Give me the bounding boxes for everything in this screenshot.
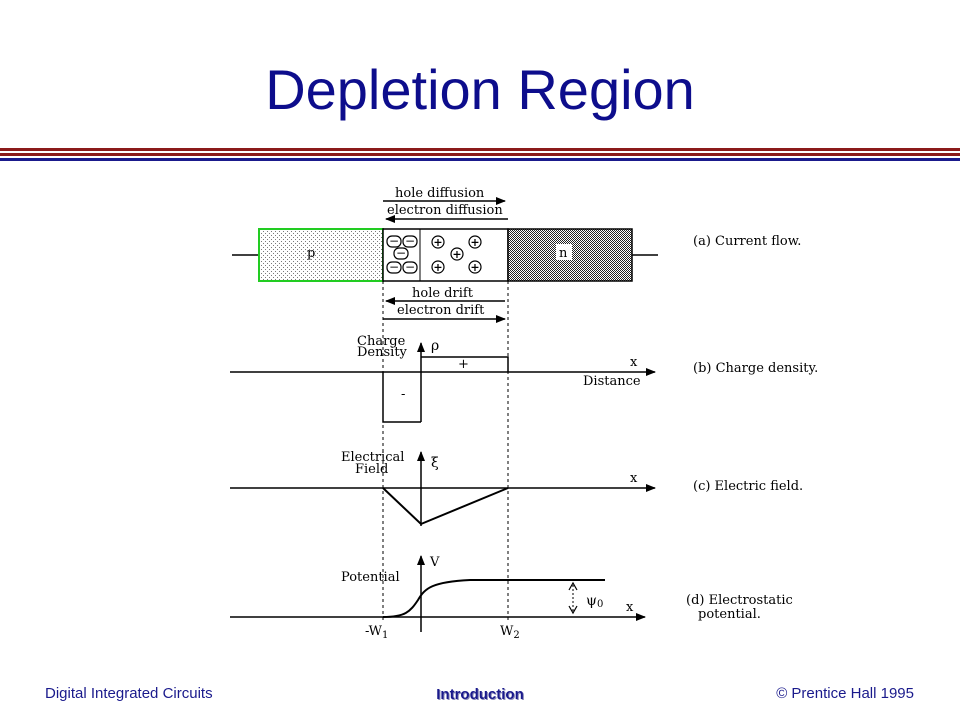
neg-ion xyxy=(386,261,402,274)
slide-title: Depletion Region xyxy=(265,58,695,121)
positive-charge-block xyxy=(421,356,509,372)
neg-ion xyxy=(402,261,418,274)
footer-course-title: Digital Integrated Circuits xyxy=(45,685,213,702)
psi-symbol: ψ0 xyxy=(586,593,603,610)
neg-ion-sign: − xyxy=(405,260,415,274)
charge-density-label-2: Density xyxy=(357,345,408,360)
v-symbol: V xyxy=(429,555,440,570)
pos-ion xyxy=(431,260,445,274)
p-region xyxy=(258,228,384,282)
neg-ion-sign: − xyxy=(389,234,399,248)
built-in-arrow-head-up xyxy=(568,581,578,591)
hole-diffusion-label: hole diffusion xyxy=(395,186,485,201)
xi-symbol: ξ xyxy=(431,455,439,471)
label-current-flow: (a) Current flow. xyxy=(693,234,801,249)
electric-field-plot: Electrical Field ξ x (c) Electric field. xyxy=(230,450,803,526)
distance-label: Distance xyxy=(583,374,641,389)
pos-ion-sign: + xyxy=(433,236,442,249)
field-label-1: Electrical xyxy=(341,450,404,465)
pos-ion-sign: + xyxy=(470,236,479,249)
label-electric-field: (c) Electric field. xyxy=(693,479,803,494)
footer-section-title: Introduction xyxy=(436,686,524,703)
neg-ion xyxy=(393,247,409,260)
pos-ion xyxy=(468,235,482,249)
neg-ion-sign: − xyxy=(396,246,406,260)
negative-charge-block xyxy=(382,372,421,423)
charge-x-label: x xyxy=(630,355,638,370)
pos-ion xyxy=(450,247,464,261)
negative-ions: − − − − − xyxy=(386,234,418,274)
field-x-label: x xyxy=(630,471,638,486)
field-profile xyxy=(382,487,509,526)
potential-curve xyxy=(382,579,605,618)
footer-copyright: © Prentice Hall 1995 xyxy=(776,685,914,702)
w2-label: W2 xyxy=(500,624,520,641)
w1-label: -W1 xyxy=(365,624,388,641)
pos-ion-sign: + xyxy=(452,248,461,261)
pos-ion xyxy=(431,235,445,249)
label-potential-line1: (d) Electrostatic xyxy=(686,593,793,608)
rho-symbol: ρ xyxy=(431,338,439,354)
potential-x-label: x xyxy=(626,600,634,615)
electron-diffusion-label: electron diffusion xyxy=(387,203,503,218)
title-divider xyxy=(0,148,960,163)
minus-sign: - xyxy=(401,387,405,402)
depletion-region xyxy=(382,228,509,282)
positive-ions: + + + + + xyxy=(431,235,482,274)
plus-sign: + xyxy=(458,357,469,372)
label-charge-density: (b) Charge density. xyxy=(693,361,818,376)
neg-ion-sign: − xyxy=(405,234,415,248)
field-label-2: Field xyxy=(355,462,388,477)
potential-label: Potential xyxy=(341,570,400,585)
n-label-bg xyxy=(556,244,572,260)
divider-rule-blue xyxy=(0,158,960,161)
charge-density-plot: Charge Density ρ + - x Distance (b) Char… xyxy=(230,334,818,423)
p-region-label: p xyxy=(307,246,315,261)
electron-drift-label: electron drift xyxy=(397,303,485,318)
pos-ion xyxy=(468,260,482,274)
neg-ion xyxy=(402,235,418,248)
neg-ion-sign: − xyxy=(389,260,399,274)
potential-plot: Potential V ψ0 x -W1 W2 (d) Electrostati… xyxy=(230,555,793,641)
neg-ion xyxy=(386,235,402,248)
divider-rule-red xyxy=(0,148,960,151)
divider-rule-red-2 xyxy=(0,153,960,156)
hole-drift-label: hole drift xyxy=(412,286,474,301)
n-region-label: n xyxy=(559,246,568,261)
current-flow-section: hole diffusion electron diffusion p n − … xyxy=(232,186,801,323)
pos-ion-sign: + xyxy=(433,261,442,274)
label-potential-line2: potential. xyxy=(698,607,761,622)
charge-density-label-1: Charge xyxy=(357,334,406,349)
pos-ion-sign: + xyxy=(470,261,479,274)
built-in-arrow-head-down xyxy=(568,605,578,615)
